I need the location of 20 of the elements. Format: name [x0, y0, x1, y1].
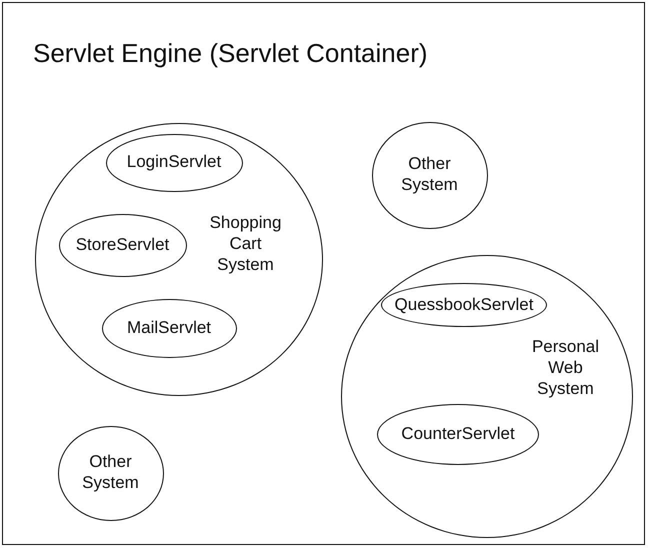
group-circle	[34, 122, 322, 396]
container-frame	[2, 2, 645, 545]
node-label: CounterServlet	[400, 423, 516, 444]
servlet-ellipse	[381, 283, 547, 327]
group-label: Personal Web System	[530, 336, 600, 398]
node-label: Other System	[400, 152, 459, 194]
node-label: Other System	[81, 450, 140, 492]
group-label: Shopping Cart System	[208, 212, 282, 274]
node-label: MailServlet	[126, 317, 212, 338]
servlet-ellipse	[377, 404, 539, 465]
system-circle	[372, 122, 488, 228]
node-label: StoreServlet	[74, 234, 170, 255]
node-label: QuessbookServlet	[394, 294, 534, 315]
servlet-ellipse	[106, 134, 243, 192]
system-circle	[58, 426, 164, 520]
servlet-ellipse	[59, 214, 187, 277]
node-label: LoginServlet	[126, 151, 222, 172]
container-label: Servlet Engine (Servlet Container)	[33, 37, 429, 70]
servlet-ellipse	[102, 299, 237, 358]
group-circle	[340, 254, 632, 538]
